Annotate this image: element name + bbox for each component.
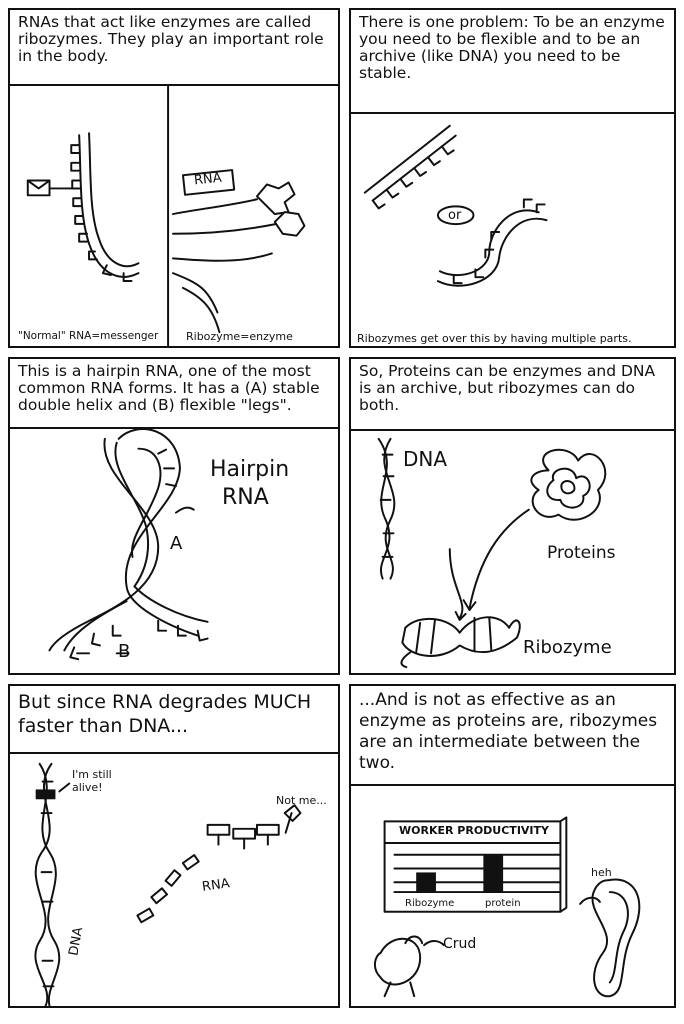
panel-1-illustration: RNA "Normal" RNA=messenger Ribozyme=enzy… bbox=[10, 86, 338, 346]
comic-panel-3: This is a hairpin RNA, one of the most c… bbox=[8, 357, 340, 675]
panel-2-illustration: or Ribozymes get over this by having mul… bbox=[351, 114, 674, 346]
panel-1-caption: RNAs that act like enzymes are called ri… bbox=[10, 10, 338, 86]
panel-5-caption: But since RNA degrades MUCH faster than … bbox=[10, 686, 338, 754]
panel-2-caption: There is one problem: To be an enzyme yo… bbox=[351, 10, 674, 114]
rna-tag-label: RNA bbox=[193, 170, 223, 189]
not-me-bubble: Not me... bbox=[276, 794, 327, 807]
label-a: A bbox=[170, 533, 183, 554]
ribozyme-strand bbox=[172, 169, 306, 334]
hairpin-title-2: RNA bbox=[222, 485, 269, 510]
ribozyme-drawing bbox=[400, 616, 521, 669]
dna-helix bbox=[377, 437, 396, 580]
panel-2-footer: Ribozymes get over this by having multip… bbox=[357, 332, 632, 345]
proteins-label: Proteins bbox=[547, 543, 616, 563]
crud-bubble: Crud bbox=[443, 936, 477, 952]
panel-6-illustration: WORKER PRODUCTIVITY Ribozyme protein heh… bbox=[351, 786, 674, 1006]
flexible-rna-strand bbox=[436, 198, 548, 287]
hairpin-title-1: Hairpin bbox=[210, 457, 290, 482]
ribozyme-character bbox=[374, 935, 424, 998]
ribozyme-enzyme-label: Ribozyme=enzyme bbox=[186, 330, 293, 343]
panel-3-caption: This is a hairpin RNA, one of the most c… bbox=[10, 359, 338, 429]
still-alive-bubble: I'm still alive! bbox=[72, 768, 112, 794]
panel-5-illustration: I'm still alive! Not me... RNA DNA bbox=[10, 754, 338, 1006]
hairpin-rna-drawing bbox=[48, 429, 209, 661]
comic-panel-1: RNAs that act like enzymes are called ri… bbox=[8, 8, 340, 348]
label-b: B bbox=[118, 641, 131, 662]
protein-blob bbox=[530, 448, 607, 521]
messenger-rna-label: "Normal" RNA=messenger bbox=[18, 330, 159, 342]
comic-panel-5: But since RNA degrades MUCH faster than … bbox=[8, 684, 340, 1008]
bar-protein bbox=[483, 854, 504, 893]
chart-title: WORKER PRODUCTIVITY bbox=[399, 824, 549, 837]
stable-rna-strand bbox=[363, 124, 457, 210]
speech-pointer bbox=[58, 782, 71, 793]
or-label: or bbox=[448, 208, 462, 223]
protein-character bbox=[579, 878, 641, 998]
messenger-rna-strand bbox=[70, 132, 140, 282]
bar-label-ribozyme: Ribozyme bbox=[405, 898, 455, 909]
comic-panel-2: There is one problem: To be an enzyme yo… bbox=[349, 8, 676, 348]
panel-6-caption: ...And is not as effective as an enzyme … bbox=[351, 686, 674, 786]
panel-4-illustration: DNA Proteins Ribozyme bbox=[351, 431, 674, 673]
arrow-protein bbox=[462, 508, 530, 612]
heh-bubble: heh bbox=[591, 866, 612, 879]
or-bubble bbox=[436, 205, 475, 226]
crud-pointer bbox=[423, 940, 445, 947]
ribozyme-label: Ribozyme bbox=[523, 637, 612, 658]
envelope-icon bbox=[26, 179, 81, 197]
bar-ribozyme bbox=[416, 872, 436, 893]
comic-panel-4: So, Proteins can be enzymes and DNA is a… bbox=[349, 357, 676, 675]
dna-label: DNA bbox=[403, 447, 448, 471]
dna-strand-long bbox=[34, 762, 61, 1006]
panel-3-illustration: Hairpin RNA A B bbox=[10, 429, 338, 673]
bar-label-protein: protein bbox=[485, 898, 521, 909]
arrow-dna bbox=[448, 548, 467, 621]
productivity-chart bbox=[383, 816, 568, 913]
comic-panel-6: ...And is not as effective as an enzyme … bbox=[349, 684, 676, 1008]
degrading-rna bbox=[136, 804, 302, 924]
panel-4-caption: So, Proteins can be enzymes and DNA is a… bbox=[351, 359, 674, 431]
